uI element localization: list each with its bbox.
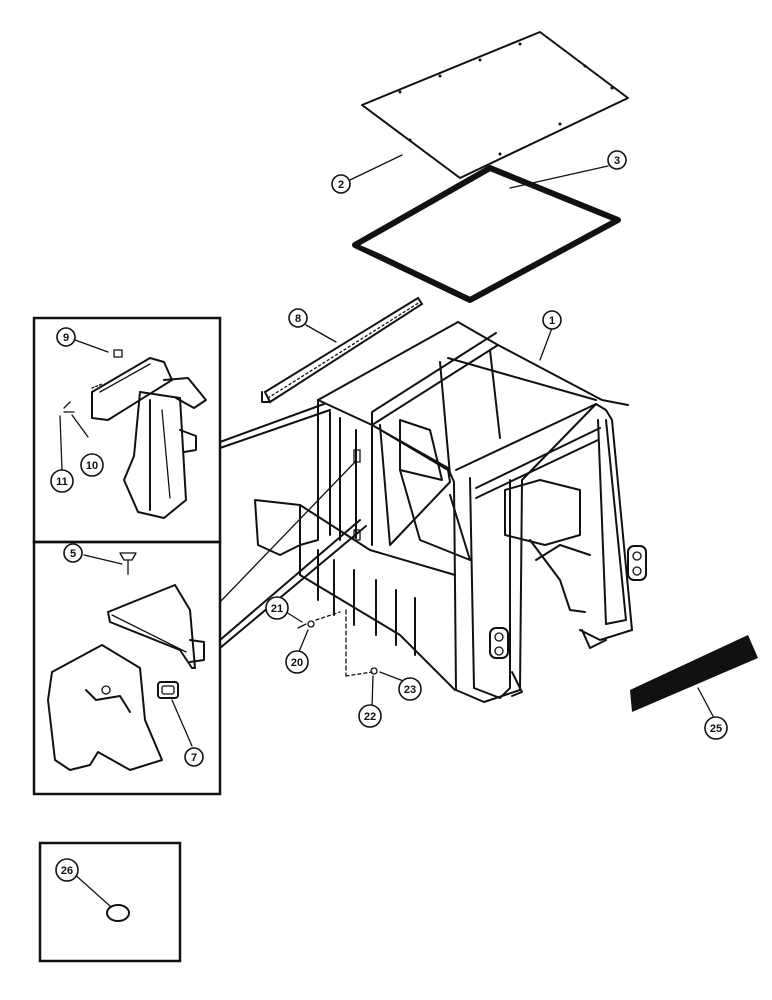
callout-23: 23 [398, 677, 422, 701]
hardware-fasteners [297, 609, 378, 677]
callout-26-label: 26 [61, 865, 73, 877]
inset-lower [32, 540, 222, 796]
callout-1: 1 [542, 310, 562, 330]
callout-20: 20 [285, 650, 309, 674]
callout-21-label: 21 [271, 603, 283, 615]
callout-20-label: 20 [291, 657, 303, 669]
callout-8-label: 8 [295, 313, 301, 325]
callout-21: 21 [265, 596, 289, 620]
callout-10: 10 [80, 453, 104, 477]
inset-upper [32, 316, 222, 544]
callout-23-label: 23 [404, 684, 416, 696]
callout-9: 9 [56, 327, 76, 347]
cab-frame [254, 321, 647, 703]
callout-2: 2 [331, 174, 351, 194]
callout-11: 11 [50, 469, 74, 493]
callout-7: 7 [184, 747, 204, 767]
callout-22-label: 22 [364, 711, 376, 723]
roof-seal-frame [352, 165, 621, 303]
callout-11-label: 11 [56, 476, 68, 488]
inset-connector-lines [219, 403, 367, 649]
callout-26: 26 [55, 858, 79, 882]
callout-2-label: 2 [338, 179, 344, 191]
callout-22: 22 [358, 704, 382, 728]
callout-7-label: 7 [191, 752, 197, 764]
callout-8: 8 [288, 308, 308, 328]
callout-25-label: 25 [710, 723, 722, 735]
leader-lines [59, 154, 715, 907]
inset-plug [38, 841, 182, 963]
trim-strip [261, 296, 424, 404]
callout-3-label: 3 [614, 155, 620, 167]
callout-10-label: 10 [86, 460, 98, 472]
callout-25: 25 [704, 716, 728, 740]
sun-visor-strip [630, 635, 758, 712]
callout-5-label: 5 [70, 548, 76, 560]
callout-3: 3 [607, 150, 627, 170]
callout-5: 5 [63, 543, 83, 563]
callout-9-label: 9 [63, 332, 69, 344]
callout-1-label: 1 [549, 315, 555, 327]
roof-panel [361, 31, 629, 179]
